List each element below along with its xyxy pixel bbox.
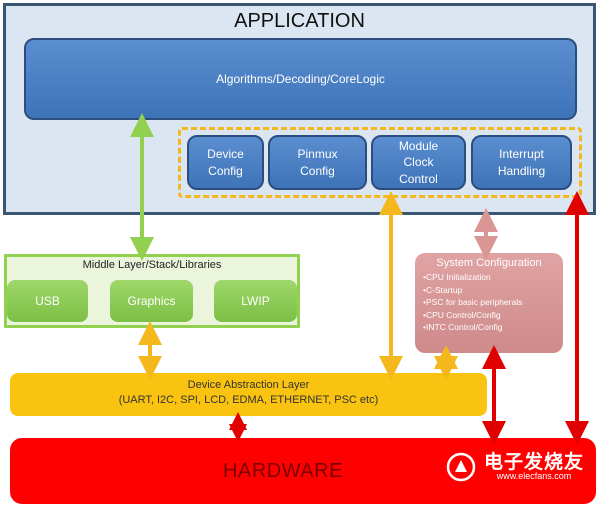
hardware-label: HARDWARE [223, 459, 343, 482]
graphics-box: Graphics [110, 280, 193, 322]
core-logic-box: Algorithms/Decoding/CoreLogic [24, 38, 577, 120]
dal-title: Device Abstraction Layer [187, 379, 310, 391]
sys-config-item: •CPU Control/Config [423, 309, 501, 320]
sys-config-item: •CPU Initialization [423, 272, 491, 282]
dal-subtitle: (UART, I2C, SPI, LCD, EDMA, ETHERNET, PS… [118, 394, 379, 406]
usb-box: USB [7, 280, 88, 322]
module-clock-control-box: Module Clock Control [371, 135, 466, 190]
watermark-text: 电子发烧友 [483, 452, 584, 473]
application-title: APPLICATION [234, 10, 365, 32]
pinmux-config-box: Pinmux Config [268, 135, 367, 190]
interrupt-handling-box: Interrupt Handling [471, 135, 572, 190]
sys-config-item: •INTC Control/Config [423, 322, 503, 332]
device-abstraction-layer-box: Device Abstraction Layer (UART, I2C, SPI… [10, 373, 487, 416]
middle-layer-title: Middle Layer/Stack/Libraries [82, 259, 222, 271]
device-config-box: Device Config [187, 135, 264, 190]
sys-config-item: •C-Startup [423, 284, 463, 295]
hardware-box: HARDWARE [10, 438, 596, 504]
watermark-logo-icon [446, 452, 476, 482]
sys-config-item: •PSC for basic peripherals [423, 297, 523, 307]
system-configuration-box: System Configuration •CPU Initialization… [415, 253, 563, 353]
lwip-box: LWIP [214, 280, 297, 322]
watermark-url: www.elecfans.com [496, 471, 572, 481]
system-configuration-title: System Configuration [436, 257, 542, 269]
